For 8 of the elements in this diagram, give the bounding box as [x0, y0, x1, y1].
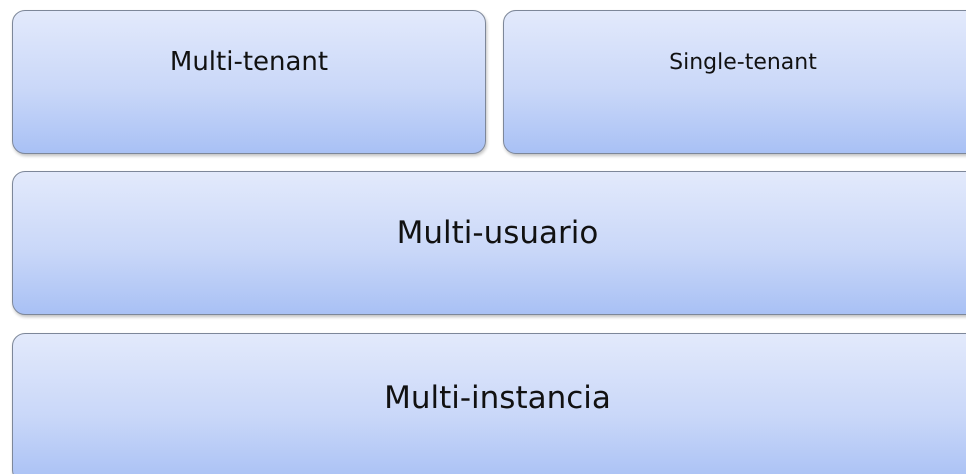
- tier-box: [503, 10, 966, 154]
- tier-label: Multi-instancia: [384, 380, 611, 416]
- tier-box: [12, 333, 966, 474]
- tier-label: Multi-usuario: [396, 215, 598, 251]
- tier-box: [12, 10, 486, 154]
- tier-box: [12, 171, 966, 315]
- tier-label: Multi-tenant: [170, 47, 328, 77]
- tier-label: Single-tenant: [669, 50, 817, 74]
